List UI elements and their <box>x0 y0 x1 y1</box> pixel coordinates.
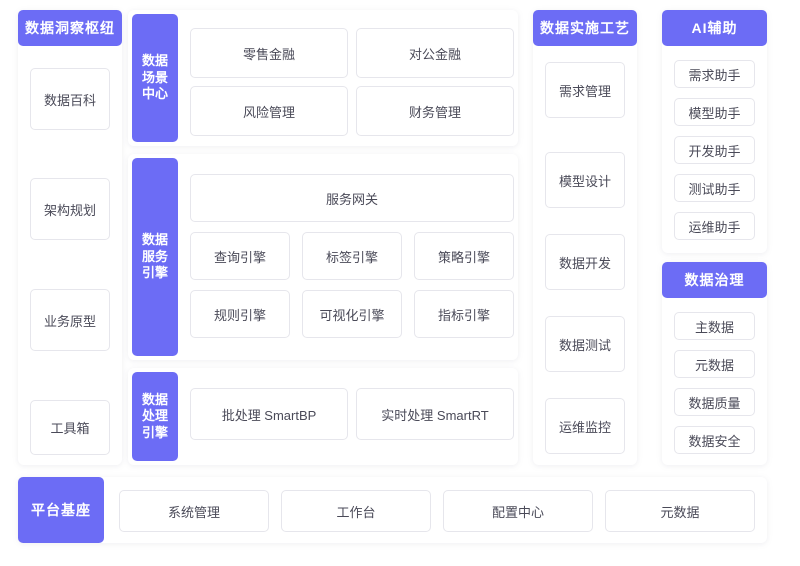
tile-metric-engine[interactable]: 指标引擎 <box>414 290 514 338</box>
side-label-data-service-engine: 数据服务引擎 <box>132 158 178 356</box>
tile-rule-engine[interactable]: 规则引擎 <box>190 290 290 338</box>
panel-header-ai-assist: AI辅助 <box>662 10 767 46</box>
tile-realtime-processing-smartrt[interactable]: 实时处理 SmartRT <box>356 388 514 440</box>
panel-data-governance: 数据治理 主数据 元数据 数据质量 数据安全 <box>662 262 767 465</box>
tile-query-engine[interactable]: 查询引擎 <box>190 232 290 280</box>
tile-toolbox[interactable]: 工具箱 <box>30 400 110 455</box>
tile-data-security[interactable]: 数据安全 <box>674 426 755 454</box>
tile-service-gateway[interactable]: 服务网关 <box>190 174 514 222</box>
tile-requirement-management[interactable]: 需求管理 <box>545 62 625 118</box>
tile-system-management[interactable]: 系统管理 <box>119 490 269 532</box>
tile-corporate-finance[interactable]: 对公金融 <box>356 28 514 78</box>
tile-config-center[interactable]: 配置中心 <box>443 490 593 532</box>
tile-tag-engine[interactable]: 标签引擎 <box>302 232 402 280</box>
panel-ai-assist: AI辅助 需求助手 模型助手 开发助手 测试助手 运维助手 <box>662 10 767 253</box>
tile-ops-assistant[interactable]: 运维助手 <box>674 212 755 240</box>
panel-data-scene-center: 数据场景中心 零售金融 对公金融 风险管理 财务管理 <box>128 10 518 146</box>
panel-data-insight-hub: 数据洞察枢纽 数据百科 架构规划 业务原型 工具箱 <box>18 10 122 465</box>
tile-model-design[interactable]: 模型设计 <box>545 152 625 208</box>
panel-header-data-governance: 数据治理 <box>662 262 767 298</box>
side-label-data-process-engine: 数据处理引擎 <box>132 372 178 461</box>
tile-ops-monitoring[interactable]: 运维监控 <box>545 398 625 454</box>
tile-visualization-engine[interactable]: 可视化引擎 <box>302 290 402 338</box>
tile-data-encyclopedia[interactable]: 数据百科 <box>30 68 110 130</box>
tile-batch-processing-smartbp[interactable]: 批处理 SmartBP <box>190 388 348 440</box>
tile-data-quality[interactable]: 数据质量 <box>674 388 755 416</box>
panel-data-process-engine: 数据处理引擎 批处理 SmartBP 实时处理 SmartRT <box>128 368 518 465</box>
tile-metadata-base[interactable]: 元数据 <box>605 490 755 532</box>
tile-financial-management[interactable]: 财务管理 <box>356 86 514 136</box>
tile-testing-assistant[interactable]: 测试助手 <box>674 174 755 202</box>
tile-retail-finance[interactable]: 零售金融 <box>190 28 348 78</box>
side-label-data-scene-center: 数据场景中心 <box>132 14 178 142</box>
tile-risk-management[interactable]: 风险管理 <box>190 86 348 136</box>
tile-model-assistant[interactable]: 模型助手 <box>674 98 755 126</box>
tile-strategy-engine[interactable]: 策略引擎 <box>414 232 514 280</box>
panel-header-data-insight-hub: 数据洞察枢纽 <box>18 10 122 46</box>
tile-requirement-assistant[interactable]: 需求助手 <box>674 60 755 88</box>
panel-data-service-engine: 数据服务引擎 服务网关 查询引擎 标签引擎 策略引擎 规则引擎 可视化引擎 指标… <box>128 154 518 360</box>
tile-business-prototype[interactable]: 业务原型 <box>30 289 110 351</box>
tile-data-testing[interactable]: 数据测试 <box>545 316 625 372</box>
tile-development-assistant[interactable]: 开发助手 <box>674 136 755 164</box>
tile-master-data[interactable]: 主数据 <box>674 312 755 340</box>
tile-architecture-planning[interactable]: 架构规划 <box>30 178 110 240</box>
panel-header-platform-base: 平台基座 <box>18 477 104 543</box>
panel-header-data-implementation-craft: 数据实施工艺 <box>533 10 637 46</box>
tile-metadata[interactable]: 元数据 <box>674 350 755 378</box>
panel-platform-base: 平台基座 系统管理 工作台 配置中心 元数据 <box>18 477 767 543</box>
panel-data-implementation-craft: 数据实施工艺 需求管理 模型设计 数据开发 数据测试 运维监控 <box>533 10 637 465</box>
tile-workbench[interactable]: 工作台 <box>281 490 431 532</box>
tile-data-development[interactable]: 数据开发 <box>545 234 625 290</box>
